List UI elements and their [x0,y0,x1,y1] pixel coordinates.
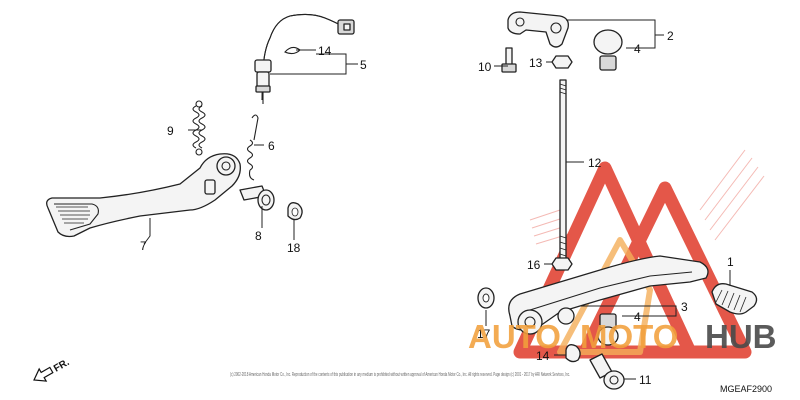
part-2-shift-arm[interactable] [507,11,569,48]
callout-5[interactable]: 5 [360,58,367,72]
part-4-joint-bottom[interactable] [597,313,619,346]
front-indicator: FR. [33,357,72,382]
diagram-code: MGEAF2900 [720,384,772,394]
callout-8[interactable]: 8 [255,229,262,243]
part-12-shift-rod[interactable] [559,79,567,261]
part-13-nut[interactable] [551,55,573,69]
callout-4-bottom[interactable]: 4 [634,310,641,324]
callout-18[interactable]: 18 [287,241,301,255]
part-14-circlip[interactable] [565,344,581,363]
part-5-switch-cable[interactable] [254,13,355,104]
watermark-word-hub: HUB [705,318,777,355]
part-6-spring[interactable] [246,114,259,181]
callout-15[interactable]: 14 [318,44,332,58]
callout-13[interactable]: 13 [529,56,543,70]
callout-4-top[interactable]: 4 [634,42,641,56]
callout-3[interactable]: 3 [681,300,688,314]
copyright-notice: (c) 2002-2018 American Honda Motor Co., … [230,372,570,378]
part-7-brake-pedal[interactable] [46,153,241,238]
wing-hatching [529,149,765,245]
watermark-word-auto: AUTO [468,318,561,355]
callout-12[interactable]: 12 [588,156,602,170]
callout-7[interactable]: 7 [140,239,147,253]
part-16-nut[interactable] [551,257,573,271]
part-10-bolt[interactable] [501,47,517,73]
callout-labels: 14 5 9 6 7 8 18 2 4 10 13 12 16 1 3 4 17… [140,29,734,387]
part-11-pivot-bolt[interactable] [589,353,625,390]
callout-10[interactable]: 10 [478,60,492,74]
callout-14[interactable]: 14 [536,349,550,363]
callout-17[interactable]: 17 [477,327,491,341]
callout-9[interactable]: 9 [167,124,174,138]
watermark-word-moto: MOTO [580,318,678,355]
part-9-spring[interactable] [192,100,206,156]
front-label: FR. [52,357,72,375]
watermark-text: AUTO MOTO HUB [468,318,777,355]
callout-11[interactable]: 11 [639,373,652,387]
part-8-pivot-bolt[interactable] [239,185,275,211]
part-15-clip[interactable] [284,46,301,55]
callout-1[interactable]: 1 [727,255,734,269]
part-1-gearshift-pedal[interactable] [508,255,758,335]
front-arrow-icon [33,366,54,382]
callout-2[interactable]: 2 [667,29,674,43]
leader-lines [143,19,731,380]
callout-16[interactable]: 16 [527,258,541,272]
part-4-joint-top[interactable] [593,29,623,71]
part-18-circlip[interactable] [287,202,303,221]
part-17-washer[interactable] [477,287,495,309]
callout-6[interactable]: 6 [268,139,275,153]
